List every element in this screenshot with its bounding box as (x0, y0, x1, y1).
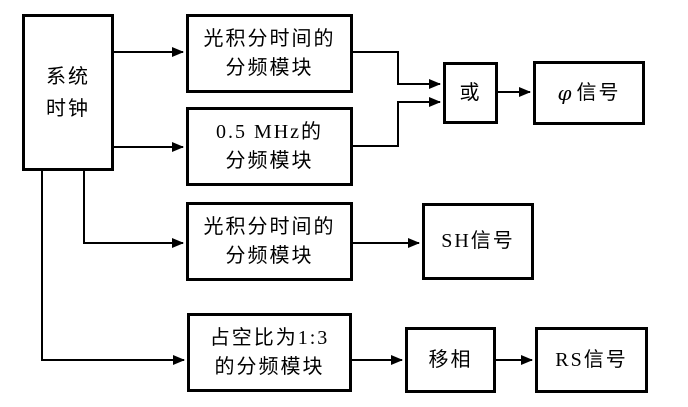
node-light-integration-divider-mid: 光积分时间的 分频模块 (186, 202, 353, 281)
node-duty-ratio-divider-label-line1: 占空比为1:3 (209, 326, 330, 349)
node-phase-shift-label: 移相 (428, 348, 473, 371)
node-phi-signal: φ 信号 (533, 61, 645, 125)
node-system-clock: 系统 时钟 (22, 14, 114, 171)
node-half-mhz-divider-label-line1: 0.5 MHz的 (215, 120, 324, 143)
node-sh-signal: SH信号 (422, 203, 534, 280)
node-sh-signal-label: SH信号 (441, 230, 515, 252)
node-duty-ratio-divider-label-line2: 的分频模块 (214, 355, 325, 378)
node-system-clock-label-line2: 时钟 (46, 97, 90, 120)
node-light-integration-divider-mid-label-line1: 光积分时间的 (203, 215, 336, 238)
node-duty-ratio-divider: 占空比为1:3 的分频模块 (187, 313, 352, 392)
phi-symbol: φ (557, 80, 574, 105)
node-light-integration-divider-top: 光积分时间的 分频模块 (186, 14, 353, 93)
node-light-integration-divider-top-label-line2: 分频模块 (225, 56, 314, 79)
node-or-gate: 或 (443, 62, 498, 124)
node-or-gate-label: 或 (459, 81, 482, 104)
node-phase-shift: 移相 (405, 327, 496, 393)
node-rs-signal-label: RS信号 (555, 348, 628, 371)
node-half-mhz-divider-label-line2: 分频模块 (225, 149, 314, 172)
node-system-clock-label-line1: 系统 (46, 65, 90, 88)
node-light-integration-divider-mid-label-line2: 分频模块 (225, 244, 314, 267)
edge-clock-to-integration-mid (83, 171, 184, 248)
node-half-mhz-divider: 0.5 MHz的 分频模块 (186, 107, 353, 186)
edge-clock-to-duty (41, 171, 185, 365)
node-rs-signal: RS信号 (535, 327, 648, 393)
edge-integration-top-to-or (353, 51, 441, 89)
edge-mhz-to-or (353, 97, 441, 147)
node-light-integration-divider-top-label-line1: 光积分时间的 (203, 27, 336, 50)
node-phi-signal-label: 信号 (576, 81, 621, 104)
